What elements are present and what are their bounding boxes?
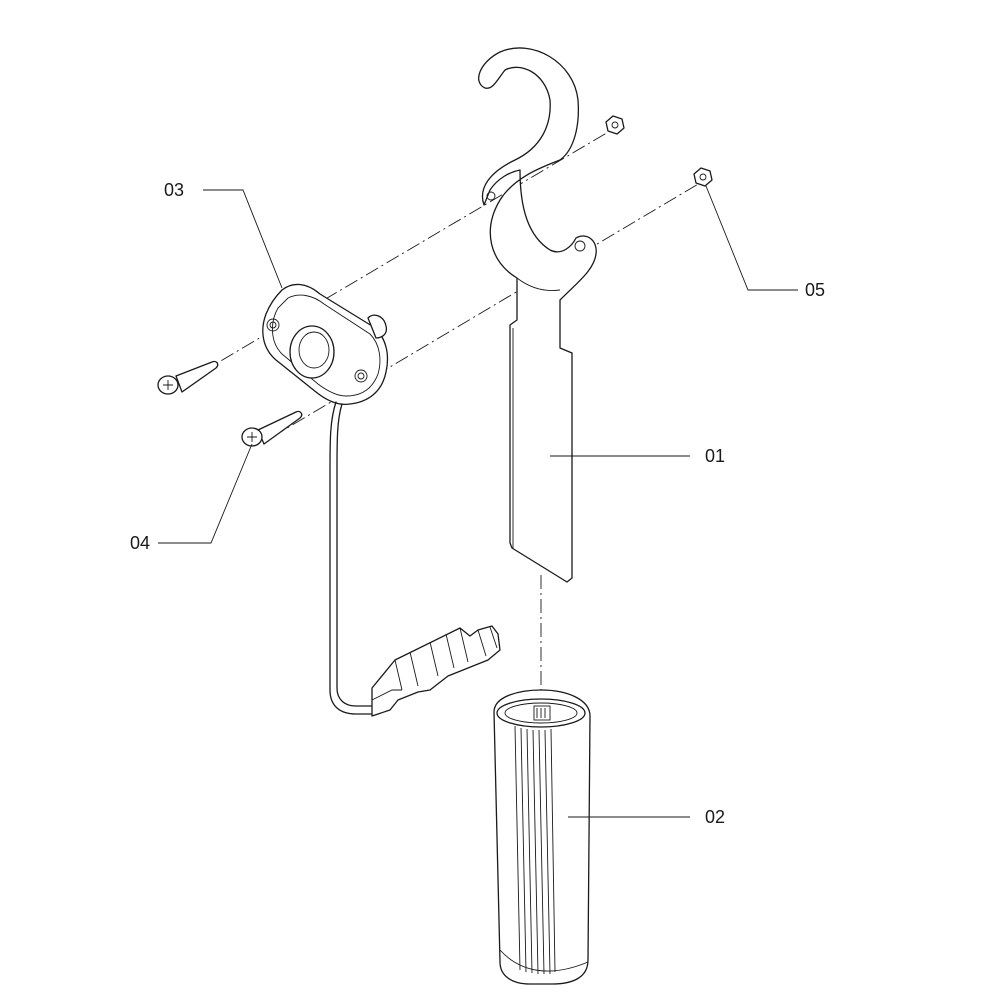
part-03-base-with-cable bbox=[262, 283, 501, 717]
leader-05 bbox=[705, 185, 798, 291]
part-01-hook bbox=[478, 47, 597, 583]
part-04-screw-lower bbox=[241, 410, 303, 447]
callout-02: 02 bbox=[705, 807, 725, 827]
leader-03 bbox=[203, 189, 283, 289]
grip-ribs bbox=[514, 725, 556, 975]
callout-03: 03 bbox=[164, 180, 184, 200]
part-05-nut-lower bbox=[693, 167, 713, 187]
callout-05: 05 bbox=[805, 280, 825, 300]
leader-lines bbox=[158, 185, 798, 818]
part-04-screw-upper bbox=[157, 360, 219, 395]
callout-04: 04 bbox=[130, 533, 150, 553]
part-02-grip bbox=[493, 689, 591, 985]
assembly-centerlines bbox=[179, 127, 706, 712]
part-05-nut-upper bbox=[605, 115, 625, 135]
leader-04 bbox=[158, 443, 253, 544]
callout-01: 01 bbox=[705, 446, 725, 466]
